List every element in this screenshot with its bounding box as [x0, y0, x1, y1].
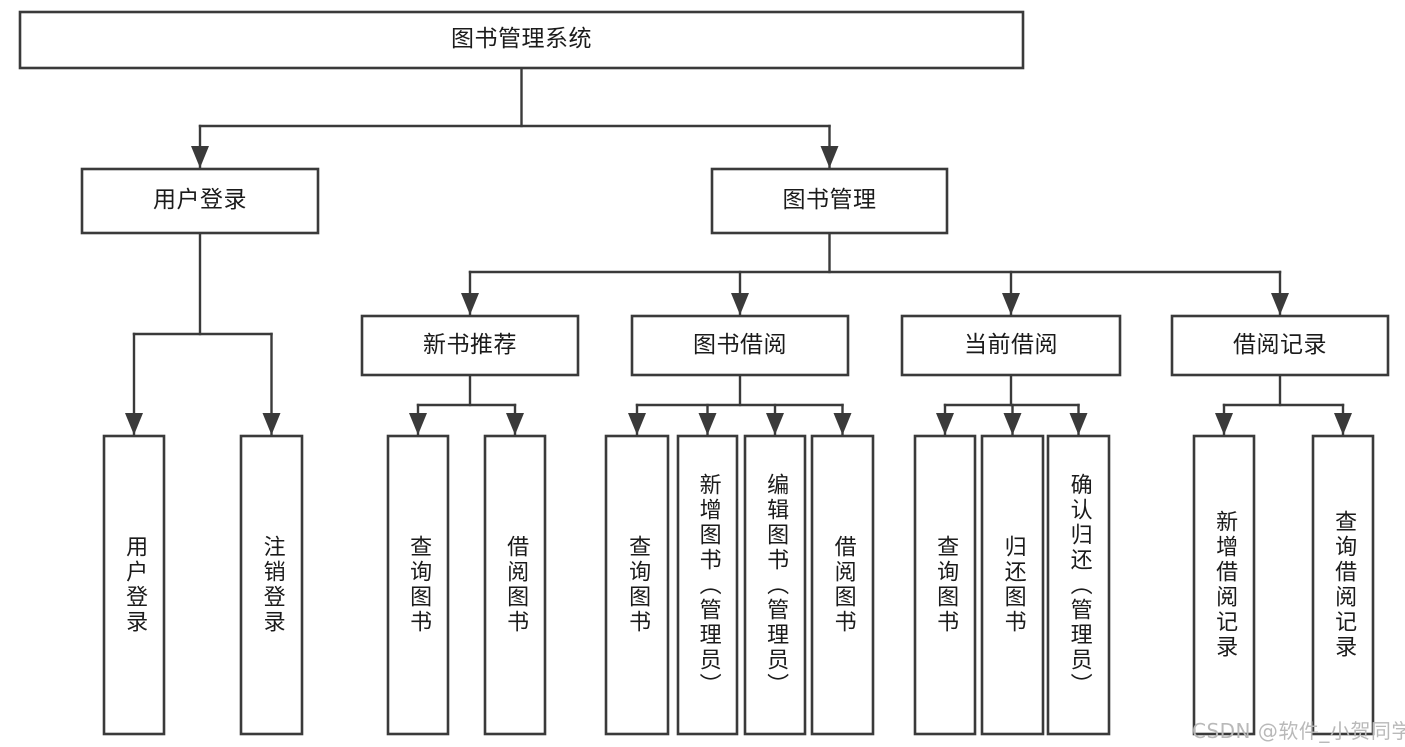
- arrow-head-icon: [936, 413, 954, 435]
- node-box-lf-6[interactable]: [743, 434, 807, 736]
- arrow-head-icon: [1215, 413, 1233, 435]
- arrow-head-icon: [191, 146, 209, 168]
- node-box-lf-2[interactable]: [386, 434, 450, 736]
- arrow-head-icon: [409, 413, 427, 435]
- arrow-head-icon: [628, 413, 646, 435]
- arrow-head-icon: [698, 413, 717, 435]
- node-box-lf-5[interactable]: [676, 434, 739, 736]
- node-box-lf-1[interactable]: [239, 434, 304, 736]
- arrow-head-icon: [262, 413, 281, 435]
- arrow-head-icon: [1003, 413, 1022, 435]
- node-box-lf-8[interactable]: [913, 434, 977, 736]
- node-box-lf-4[interactable]: [604, 434, 670, 736]
- node-box-l3-2[interactable]: [900, 314, 1122, 377]
- arrow-head-icon: [731, 293, 749, 315]
- arrow-head-icon: [1271, 293, 1289, 315]
- node-box-l3-1[interactable]: [630, 314, 850, 377]
- csdn-watermark: CSDN @软件_小贺同学: [1192, 719, 1405, 743]
- node-box-l3-3[interactable]: [1170, 314, 1390, 377]
- boxes-layer: [18, 10, 1390, 736]
- arrow-head-icon: [1002, 293, 1020, 315]
- node-box-lf-9[interactable]: [980, 434, 1045, 736]
- arrow-head-icon: [820, 146, 839, 168]
- connectors-layer: [125, 66, 1352, 437]
- arrow-head-icon: [1334, 413, 1352, 435]
- node-box-lf-11[interactable]: [1192, 434, 1256, 736]
- arrow-head-icon: [461, 293, 479, 315]
- arrow-head-icon: [766, 413, 784, 435]
- node-box-lf-7[interactable]: [810, 434, 875, 736]
- node-box-l2-0[interactable]: [80, 167, 320, 235]
- node-box-lf-3[interactable]: [483, 434, 547, 736]
- arrow-head-icon: [833, 413, 852, 435]
- node-box-root[interactable]: [18, 10, 1025, 70]
- node-box-l2-1[interactable]: [710, 167, 949, 235]
- arrow-head-icon: [506, 413, 524, 435]
- node-box-lf-10[interactable]: [1046, 434, 1111, 736]
- arrow-head-icon: [125, 413, 143, 435]
- arrow-head-icon: [1069, 413, 1088, 435]
- node-box-lf-12[interactable]: [1311, 434, 1375, 736]
- node-box-lf-0[interactable]: [102, 434, 166, 736]
- node-box-l3-0[interactable]: [360, 314, 580, 377]
